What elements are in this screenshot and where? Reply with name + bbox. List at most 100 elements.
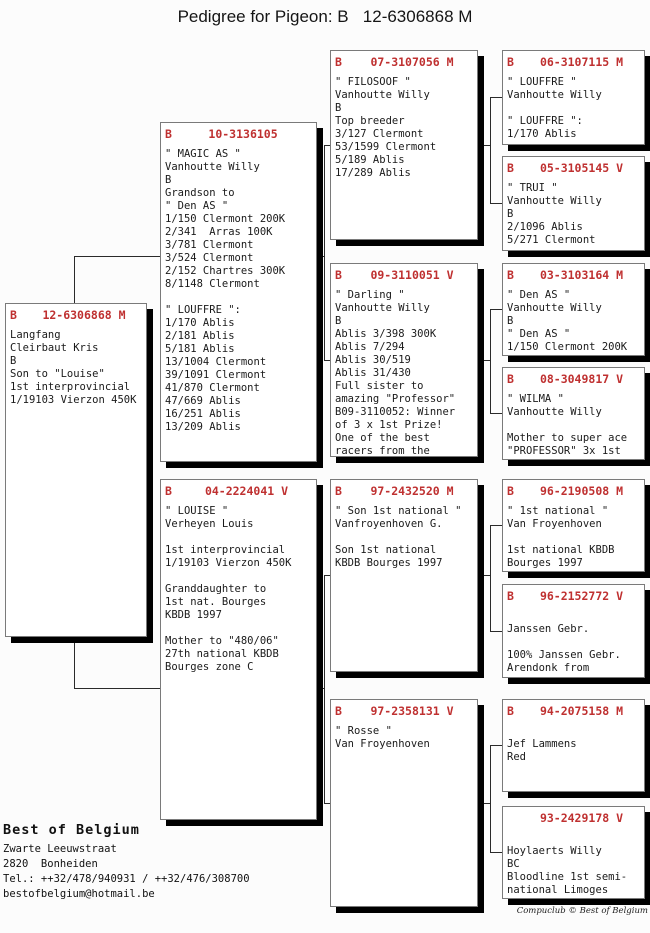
pedigree-box-07-3107056: B 07-3107056 M " FILOSOOF " Vanhoutte Wil… (330, 50, 478, 240)
ring-country: B (335, 484, 342, 498)
ring-country: B (507, 704, 514, 718)
connector-line (490, 631, 504, 632)
box-details: " Den AS " Vanhoutte Willy B " Den AS " … (507, 289, 628, 353)
ring-header: B 96-2152772 V (503, 585, 644, 603)
pedigree-box-03-3103164: B 03-3103164 M " Den AS " Vanhoutte Willy… (502, 263, 645, 356)
ring-country: B (165, 127, 172, 141)
ring-header: B 05-3105145 V (503, 157, 644, 175)
connector-line (490, 413, 504, 414)
ring-number: 05-3105145 V (539, 161, 624, 175)
ring-country: B (335, 704, 342, 718)
ring-country: B (165, 484, 172, 498)
box-details: " TRUI " Vanhoutte Willy B 2/1096 Ablis … (507, 182, 602, 246)
ring-country: B (507, 55, 514, 69)
connector-line (324, 145, 334, 146)
ring-sex: M (118, 308, 126, 322)
ring-country: B (507, 589, 514, 603)
ring-number: 04-2224041 V (204, 484, 289, 498)
connector-line (490, 852, 504, 853)
breeder-name: Best of Belgium (3, 822, 140, 838)
ring-number: 08-3049817 V (539, 372, 624, 386)
box-details: " WILMA " Vanhoutte Willy Mother to supe… (507, 393, 628, 457)
connector-line (490, 97, 491, 204)
box-details: " LOUISE " Verheyen Louis 1st interprovi… (165, 505, 292, 673)
ring-header: B 04-2224041 V (161, 480, 316, 498)
connector-line (478, 803, 490, 804)
ring-sex: M (446, 55, 454, 69)
pedigree-box-05-3105145: B 05-3105145 V " TRUI " Vanhoutte Willy B… (502, 156, 645, 251)
connector-line (490, 525, 491, 632)
connector-line (490, 97, 504, 98)
ring-country: B (335, 55, 342, 69)
box-details: Jef Lammens Red (507, 738, 577, 763)
ring-sex: V (616, 161, 624, 175)
ring-header: B 08-3049817 V (503, 368, 644, 386)
ring-number: 12-6306868 M (42, 308, 126, 322)
box-details: " LOUFFRE " Vanhoutte Willy " LOUFFRE ":… (507, 76, 602, 140)
connector-line (478, 575, 490, 576)
box-details: " Son 1st national " Vanfroyenhoven G. S… (335, 505, 462, 569)
ring-country: B (507, 484, 514, 498)
connector-line (324, 575, 334, 576)
ring-sex: V (616, 372, 624, 386)
ring-number: 97-2358131 V (370, 704, 454, 718)
connector-line (490, 309, 504, 310)
ring-country: B (335, 268, 342, 282)
connector-line (490, 745, 491, 853)
box-details: " 1st national " Van Froyenhoven 1st nat… (507, 505, 615, 569)
ring-sex: M (446, 484, 454, 498)
ring-header: 93-2429178 V (503, 807, 644, 825)
connector-line (324, 575, 325, 804)
connector-line (324, 803, 334, 804)
pedigree-box-06-3107115: B 06-3107115 M " LOUFFRE " Vanhoutte Will… (502, 50, 645, 145)
connector-line (478, 145, 490, 146)
pedigree-box-10-3136105: B 10-3136105 " MAGIC AS " Vanhoutte Willy… (160, 122, 317, 462)
box-details: Langfang Cleirbaut Kris B Son to "Louise… (10, 329, 137, 406)
ring-sex: M (616, 704, 624, 718)
ring-number: 93-2429178 V (539, 811, 624, 825)
box-details: " MAGIC AS " Vanhoutte Willy B Grandson … (165, 148, 286, 433)
ring-header: B 07-3107056 M (331, 51, 477, 69)
ring-country: B (507, 161, 514, 175)
connector-line (490, 203, 504, 204)
ring-country: B (507, 268, 514, 282)
box-details: " Rosse " Van Froyenhoven (335, 725, 430, 750)
ring-number: 10-3136105 (208, 127, 278, 141)
ring-number: 96-2152772 V (539, 589, 624, 603)
ring-number: 96-2190508 M (539, 484, 624, 498)
connector-line (74, 643, 75, 689)
connector-line (324, 145, 325, 361)
ring-sex: V (446, 704, 454, 718)
connector-line (490, 745, 504, 746)
pedigree-box-97-2358131: B 97-2358131 V " Rosse " Van Froyenhoven (330, 699, 478, 907)
ring-sex: M (616, 484, 624, 498)
ring-sex: M (616, 55, 624, 69)
ring-header: B 06-3107115 M (503, 51, 644, 69)
ring-header: B 03-3103164 M (503, 264, 644, 282)
ring-sex: V (616, 811, 624, 825)
ring-header: B 96-2190508 M (503, 480, 644, 498)
ring-number: 06-3107115 M (539, 55, 624, 69)
box-details: " FILOSOOF " Vanhoutte Willy B Top breed… (335, 76, 437, 179)
connector-line (490, 309, 491, 414)
connector-line (74, 256, 75, 304)
ring-number: 03-3103164 M (539, 268, 624, 282)
pedigree-box-96-2190508: B 96-2190508 M " 1st national " Van Froye… (502, 479, 645, 572)
ring-sex: M (616, 268, 624, 282)
box-details: " Darling " Vanhoutte Willy B Ablis 3/39… (335, 289, 456, 457)
box-details: Hoylaerts Willy BC Bloodline 1st semi- n… (507, 845, 628, 896)
ring-sex: V (616, 589, 624, 603)
ring-header: B 10-3136105 (161, 123, 316, 141)
pedigree-box-93-2429178: 93-2429178 V Hoylaerts Willy BC Bloodlin… (502, 806, 645, 899)
ring-country: B (507, 372, 514, 386)
pedigree-box-04-2224041: B 04-2224041 V " LOUISE " Verheyen Louis … (160, 479, 317, 820)
ring-number: 07-3107056 M (370, 55, 454, 69)
